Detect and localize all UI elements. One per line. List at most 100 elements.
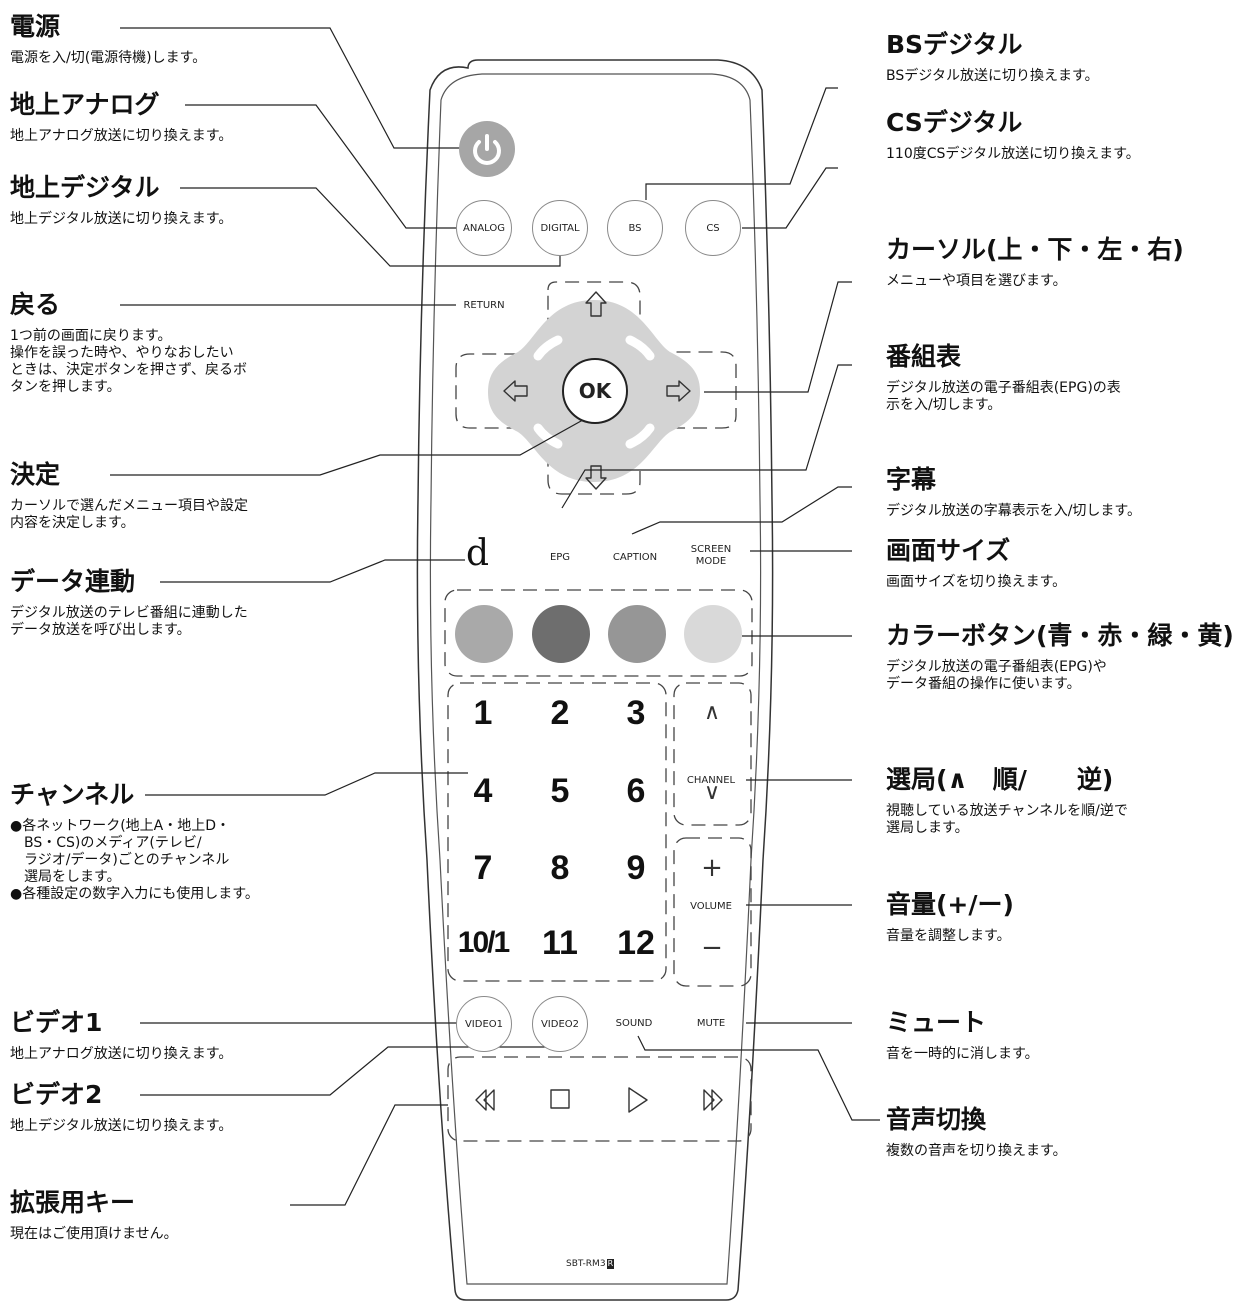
- analog-button[interactable]: ANALOG: [456, 200, 512, 256]
- number-button-11[interactable]: 11: [542, 924, 578, 962]
- number-button-7[interactable]: 7: [473, 849, 493, 887]
- annotation-title: 音声切換: [886, 1105, 987, 1134]
- annotation-video2: ビデオ2 地上デジタル放送に切り換えます。: [10, 1080, 232, 1135]
- remote-inner-outline: [429, 73, 762, 1285]
- data-button[interactable]: d: [466, 533, 490, 574]
- bs-button[interactable]: BS: [607, 200, 663, 256]
- annotation-colors: カラーボタン(青・赤・緑・黄) デジタル放送の電子番組表(EPG)や データ番組…: [886, 621, 1234, 693]
- annotation-desc: BSデジタル放送に切り換えます。: [886, 68, 1099, 84]
- right-arrow-icon: [666, 380, 691, 402]
- screen-mode-button[interactable]: SCREEN MODE: [690, 544, 732, 567]
- return-button[interactable]: RETURN: [463, 300, 505, 311]
- annotation-volume: 音量(+/ー) 音量を調整します。: [886, 890, 1014, 945]
- channel-down-button[interactable]: ∨: [703, 780, 721, 805]
- channel-up-button[interactable]: ∧: [703, 700, 721, 725]
- stop-button[interactable]: [540, 1080, 580, 1120]
- annotation-caption: 字幕 デジタル放送の字幕表示を入/切します。: [886, 465, 1141, 520]
- annotation-title: 決定: [10, 460, 61, 489]
- annotation-channel: チャンネル ●各ネットワーク(地上A・地上D・ BS・CS)のメディア(テレビ/…: [10, 780, 259, 903]
- dpad-right[interactable]: [650, 370, 700, 412]
- dpad-down[interactable]: [570, 442, 620, 482]
- number-button-2[interactable]: 2: [550, 694, 570, 732]
- number-button-3[interactable]: 3: [626, 694, 646, 732]
- annotation-desc: 地上デジタル放送に切り換えます。: [10, 1118, 233, 1134]
- yellow-button[interactable]: [684, 605, 742, 663]
- down-arrow-icon: [585, 465, 607, 490]
- number-button-4[interactable]: 4: [473, 772, 493, 810]
- blue-button[interactable]: [455, 605, 513, 663]
- annotation-title: データ連動: [10, 567, 136, 596]
- play-icon: [628, 1087, 648, 1113]
- left-arrow-icon: [503, 380, 528, 402]
- sound-button[interactable]: SOUND: [615, 1018, 653, 1029]
- ok-button[interactable]: OK: [562, 358, 628, 424]
- number-button-12[interactable]: 12: [617, 924, 655, 962]
- fast-forward-icon: [703, 1089, 723, 1111]
- power-button[interactable]: [459, 121, 515, 177]
- digital-button[interactable]: DIGITAL: [532, 200, 588, 256]
- fast-forward-button[interactable]: [694, 1080, 734, 1120]
- annotation-title: 戻る: [10, 290, 61, 319]
- number-button-5[interactable]: 5: [550, 772, 570, 810]
- annotation-ext: 拡張用キー 現在はご使用頂けません。: [10, 1188, 178, 1243]
- volume-group-box: [673, 837, 752, 987]
- transport-group-box: [447, 1056, 752, 1142]
- volume-minus-button[interactable]: −: [701, 933, 723, 963]
- annotation-title: BSデジタル: [886, 30, 1023, 59]
- annotation-title: 拡張用キー: [10, 1188, 136, 1217]
- mute-button[interactable]: MUTE: [696, 1018, 726, 1029]
- number-button-8[interactable]: 8: [550, 849, 570, 887]
- annotation-desc: 現在はご使用頂けません。: [10, 1226, 178, 1242]
- annotation-sound: 音声切換 複数の音声を切り換えます。: [886, 1105, 1067, 1160]
- annotation-desc: デジタル放送の字幕表示を入/切します。: [886, 503, 1142, 519]
- annotation-desc: デジタル放送の電子番組表(EPG)の表 示を入/切します。: [886, 380, 1121, 413]
- annotation-desc: 音を一時的に消します。: [886, 1046, 1039, 1062]
- annotation-bs: BSデジタル BSデジタル放送に切り換えます。: [886, 30, 1099, 85]
- annotation-title: チャンネル: [10, 780, 135, 809]
- annotation-desc: カーソルで選んだメニュー項目や設定 内容を決定します。: [10, 498, 248, 531]
- cs-button[interactable]: CS: [685, 200, 741, 256]
- annotation-desc: 音量を調整します。: [886, 928, 1011, 944]
- dpad-left[interactable]: [490, 370, 540, 412]
- annotation-desc: 複数の音声を切り換えます。: [886, 1143, 1067, 1159]
- rewind-button[interactable]: [466, 1080, 506, 1120]
- annotation-digital: 地上デジタル 地上デジタル放送に切り換えます。: [10, 173, 232, 228]
- number-group-box: [447, 682, 667, 982]
- video2-button[interactable]: VIDEO2: [532, 996, 588, 1052]
- caption-button[interactable]: CAPTION: [612, 552, 658, 563]
- annotation-title: 画面サイズ: [886, 536, 1011, 565]
- annotation-title: 地上デジタル: [10, 173, 160, 202]
- number-button-6[interactable]: 6: [626, 772, 646, 810]
- number-button-1[interactable]: 1: [473, 694, 493, 732]
- number-button-9[interactable]: 9: [626, 849, 646, 887]
- annotation-epg: 番組表 デジタル放送の電子番組表(EPG)の表 示を入/切します。: [886, 342, 1121, 414]
- ok-label: OK: [578, 379, 612, 403]
- annotation-mute: ミュート 音を一時的に消します。: [886, 1008, 1039, 1063]
- up-arrow-icon: [585, 291, 607, 317]
- annotation-desc: 画面サイズを切り換えます。: [886, 574, 1067, 590]
- channel-label: CHANNEL: [686, 775, 736, 786]
- annotation-desc: 地上アナログ放送に切り換えます。: [10, 128, 233, 144]
- annotation-desc: ●各ネットワーク(地上A・地上D・ BS・CS)のメディア(テレビ/ ラジオ/デ…: [10, 818, 259, 902]
- green-button[interactable]: [608, 605, 666, 663]
- model-mark: R: [606, 1259, 615, 1269]
- annotation-title: 地上アナログ: [10, 90, 160, 119]
- annotation-desc: 視聴している放送チャンネルを順/逆で 選局します。: [886, 803, 1128, 836]
- play-button[interactable]: [618, 1080, 658, 1120]
- annotation-data: データ連動 デジタル放送のテレビ番組に連動した データ放送を呼び出します。: [10, 567, 248, 639]
- dpad-up[interactable]: [570, 300, 620, 340]
- annotation-desc: 110度CSデジタル放送に切り換えます。: [886, 146, 1140, 162]
- annotation-power: 電源 電源を入/切(電源待機)します。: [10, 12, 206, 67]
- annotation-desc: 地上アナログ放送に切り換えます。: [10, 1046, 233, 1062]
- video1-button[interactable]: VIDEO1: [456, 996, 512, 1052]
- rewind-icon: [475, 1089, 495, 1111]
- stop-icon: [550, 1089, 570, 1109]
- volume-plus-button[interactable]: +: [701, 853, 723, 883]
- epg-button[interactable]: EPG: [549, 552, 571, 563]
- channel-group-box: [673, 682, 752, 826]
- annotation-desc: デジタル放送のテレビ番組に連動した データ放送を呼び出します。: [10, 605, 248, 638]
- red-button[interactable]: [532, 605, 590, 663]
- annotation-back: 戻る 1つ前の画面に戻ります。 操作を誤った時や、やりなおしたい ときは、決定ボ…: [10, 290, 247, 396]
- number-button-10[interactable]: 10/1: [457, 926, 510, 959]
- annotation-title: ミュート: [886, 1008, 987, 1037]
